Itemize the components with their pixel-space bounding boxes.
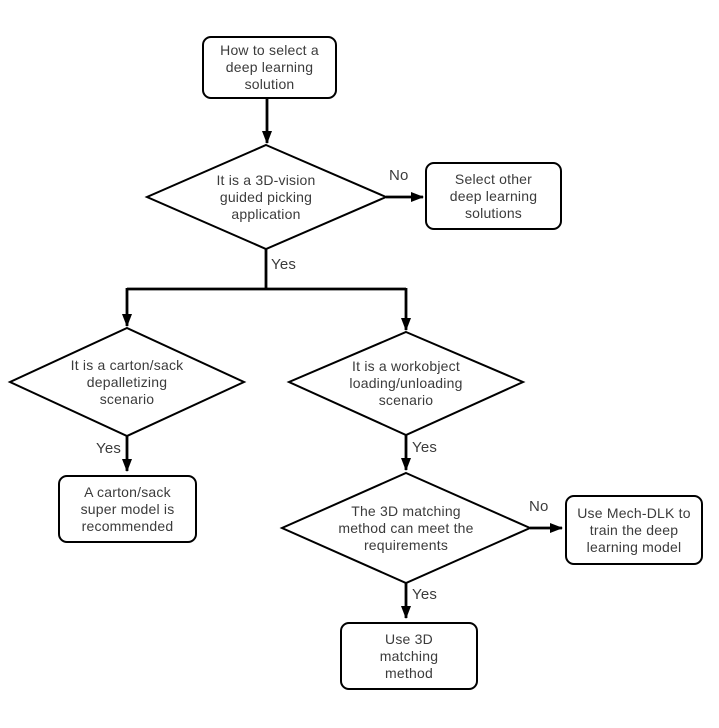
node-use-matching: Use 3D matching method: [340, 622, 478, 690]
edge-label-depalletizing-yes: Yes: [96, 440, 122, 457]
node-start-label: How to select a deep learning solution: [220, 42, 319, 92]
diamond-shape-matching: [279, 471, 533, 585]
edge-label-matching-no: No: [529, 498, 549, 515]
edge-label-matching-yes: Yes: [412, 586, 438, 603]
edge-label-workobject-yes: Yes: [412, 439, 438, 456]
node-mech-dlk-label: Use Mech-DLK to train the deep learning …: [577, 504, 691, 555]
node-mech-dlk: Use Mech-DLK to train the deep learning …: [565, 495, 703, 565]
diamond-shape-workobject: [286, 330, 526, 437]
node-super-model: A carton/sack super model is recommended: [58, 475, 197, 543]
edge-label-picking-yes: Yes: [271, 256, 297, 273]
edge-label-picking-no: No: [389, 167, 409, 184]
diamond-shape-depalletizing: [7, 326, 247, 438]
node-use-matching-label: Use 3D matching method: [379, 630, 439, 681]
node-other-solutions: Select other deep learning solutions: [425, 162, 562, 230]
node-start: How to select a deep learning solution: [202, 36, 337, 99]
node-other-solutions-label: Select other deep learning solutions: [449, 170, 538, 221]
node-super-model-label: A carton/sack super model is recommended: [80, 483, 175, 534]
diamond-shape-picking: [144, 143, 389, 251]
